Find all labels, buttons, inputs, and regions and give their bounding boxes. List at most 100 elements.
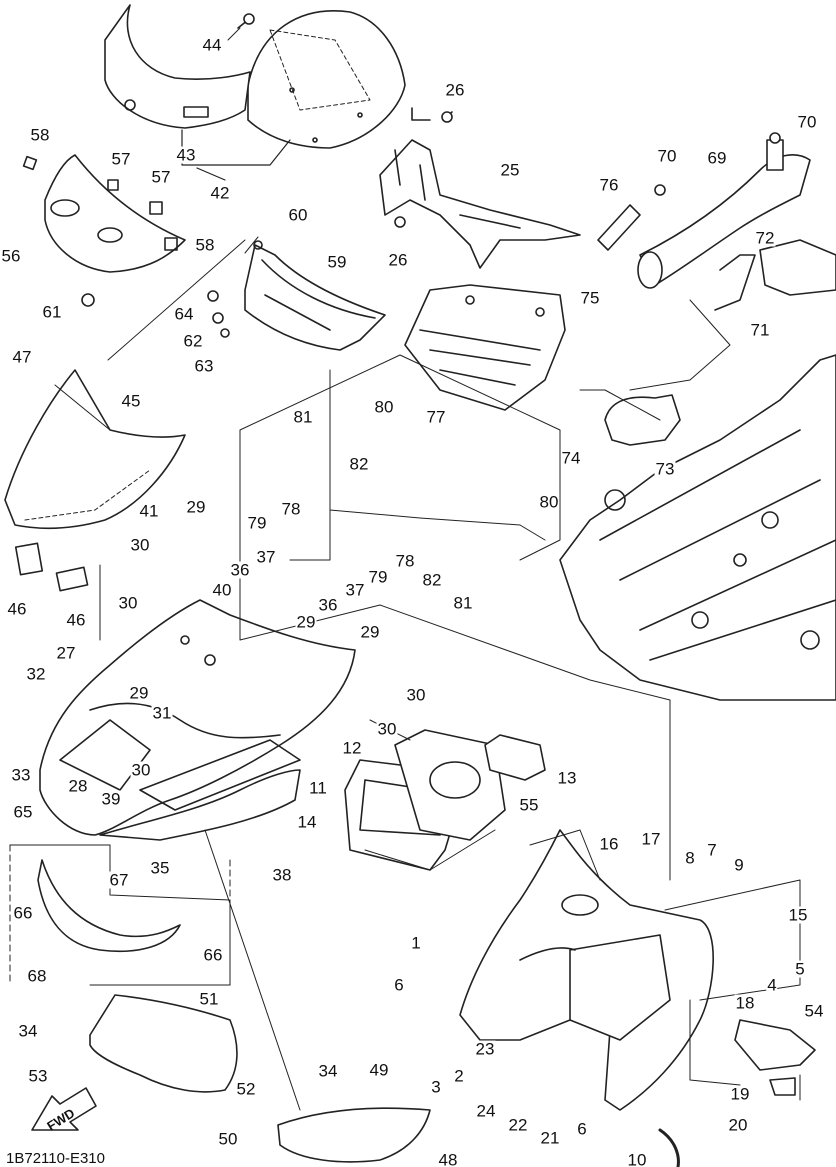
callout-20: 20 bbox=[727, 1115, 749, 1135]
callout-12: 12 bbox=[341, 738, 363, 758]
callout-28: 28 bbox=[67, 776, 89, 796]
callout-80-a: 80 bbox=[373, 397, 395, 417]
callout-79-a: 79 bbox=[246, 513, 268, 533]
callout-37-b: 37 bbox=[344, 580, 366, 600]
callout-81-b: 81 bbox=[452, 593, 474, 613]
callout-82-a: 82 bbox=[348, 454, 370, 474]
callout-59: 59 bbox=[326, 252, 348, 272]
callout-46-a: 46 bbox=[6, 599, 28, 619]
callout-50: 50 bbox=[217, 1129, 239, 1149]
windscreen-panel-43 bbox=[104, 4, 251, 129]
callout-6-second: 6 bbox=[576, 1119, 588, 1139]
callout-10: 10 bbox=[626, 1150, 648, 1167]
side-cover-1 bbox=[459, 829, 714, 1111]
callout-34-b: 34 bbox=[317, 1061, 339, 1081]
callout-34-a: 34 bbox=[17, 1021, 39, 1041]
callout-57-a: 57 bbox=[110, 149, 132, 169]
callout-55: 55 bbox=[518, 795, 540, 815]
callout-36-a: 36 bbox=[229, 560, 251, 580]
callout-80-b: 80 bbox=[538, 492, 560, 512]
callout-42: 42 bbox=[209, 183, 231, 203]
callout-6: 6 bbox=[393, 975, 405, 995]
callout-52: 52 bbox=[235, 1079, 257, 1099]
callout-49: 49 bbox=[368, 1060, 390, 1080]
callout-27: 27 bbox=[55, 643, 77, 663]
callout-1: 1 bbox=[410, 933, 422, 953]
callout-64: 64 bbox=[173, 304, 195, 324]
callout-71: 71 bbox=[749, 320, 771, 340]
callout-30-c: 30 bbox=[405, 685, 427, 705]
bracket-25 bbox=[379, 139, 581, 269]
callout-73: 73 bbox=[654, 459, 676, 479]
callout-54: 54 bbox=[803, 1001, 825, 1021]
callout-63: 63 bbox=[193, 356, 215, 376]
forward-arrow bbox=[31, 1087, 97, 1131]
callout-13: 13 bbox=[556, 768, 578, 788]
callout-79-b: 79 bbox=[367, 567, 389, 587]
callout-11: 11 bbox=[308, 778, 328, 798]
callout-72: 72 bbox=[754, 228, 776, 248]
callout-60: 60 bbox=[287, 205, 309, 225]
callout-32: 32 bbox=[25, 664, 47, 684]
under-panel-48 bbox=[277, 1107, 431, 1163]
callout-26-second: 26 bbox=[387, 250, 409, 270]
callout-70-a: 70 bbox=[796, 112, 818, 132]
callout-78-b: 78 bbox=[394, 551, 416, 571]
callout-17: 17 bbox=[640, 829, 662, 849]
front-cowl-27 bbox=[39, 599, 356, 836]
callout-69: 69 bbox=[706, 148, 728, 168]
callout-76: 76 bbox=[598, 175, 620, 195]
callout-8: 8 bbox=[684, 848, 696, 868]
callout-30-e: 30 bbox=[130, 760, 152, 780]
callout-58-a: 58 bbox=[29, 125, 51, 145]
callout-29-c: 29 bbox=[359, 622, 381, 642]
callout-65: 65 bbox=[12, 802, 34, 822]
callout-47: 47 bbox=[11, 347, 33, 367]
callout-4: 4 bbox=[766, 975, 778, 995]
callout-78-a: 78 bbox=[280, 499, 302, 519]
callout-56: 56 bbox=[0, 246, 22, 266]
headlight-assembly bbox=[344, 729, 506, 871]
callout-24: 24 bbox=[475, 1101, 497, 1121]
callout-7: 7 bbox=[706, 840, 718, 860]
drawing-code: 1B72110-E310 bbox=[6, 1150, 105, 1167]
callout-41: 41 bbox=[138, 501, 160, 521]
cover-59 bbox=[244, 244, 386, 351]
callout-58-b: 58 bbox=[194, 235, 216, 255]
callout-40: 40 bbox=[211, 580, 233, 600]
callout-45: 45 bbox=[120, 391, 142, 411]
callout-77: 77 bbox=[425, 407, 447, 427]
callout-43: 43 bbox=[175, 145, 197, 165]
callout-3: 3 bbox=[430, 1077, 442, 1097]
callout-35: 35 bbox=[149, 858, 171, 878]
callout-16: 16 bbox=[598, 834, 620, 854]
callout-67: 67 bbox=[108, 870, 130, 890]
callout-82-b: 82 bbox=[421, 570, 443, 590]
main-frame bbox=[559, 354, 836, 701]
callout-81-a: 81 bbox=[292, 407, 314, 427]
callout-31: 31 bbox=[151, 703, 173, 723]
callout-18: 18 bbox=[734, 993, 756, 1013]
stay-69 bbox=[637, 139, 811, 289]
callout-30-b: 30 bbox=[117, 593, 139, 613]
callout-29-b: 29 bbox=[295, 612, 317, 632]
frame-bracket bbox=[404, 284, 566, 411]
callout-37-a: 37 bbox=[255, 547, 277, 567]
lower-cover-65 bbox=[37, 859, 181, 953]
callout-53: 53 bbox=[27, 1066, 49, 1086]
callout-61: 61 bbox=[41, 302, 63, 322]
callout-5: 5 bbox=[794, 959, 806, 979]
callout-26: 26 bbox=[444, 80, 466, 100]
callout-14: 14 bbox=[296, 812, 318, 832]
callout-62: 62 bbox=[182, 331, 204, 351]
callout-23: 23 bbox=[474, 1039, 496, 1059]
callout-2: 2 bbox=[453, 1066, 465, 1086]
callout-66-b: 66 bbox=[202, 945, 224, 965]
callout-9: 9 bbox=[733, 855, 745, 875]
callout-33: 33 bbox=[10, 765, 32, 785]
callout-70-b: 70 bbox=[656, 146, 678, 166]
callout-22: 22 bbox=[507, 1115, 529, 1135]
callout-19: 19 bbox=[729, 1084, 751, 1104]
